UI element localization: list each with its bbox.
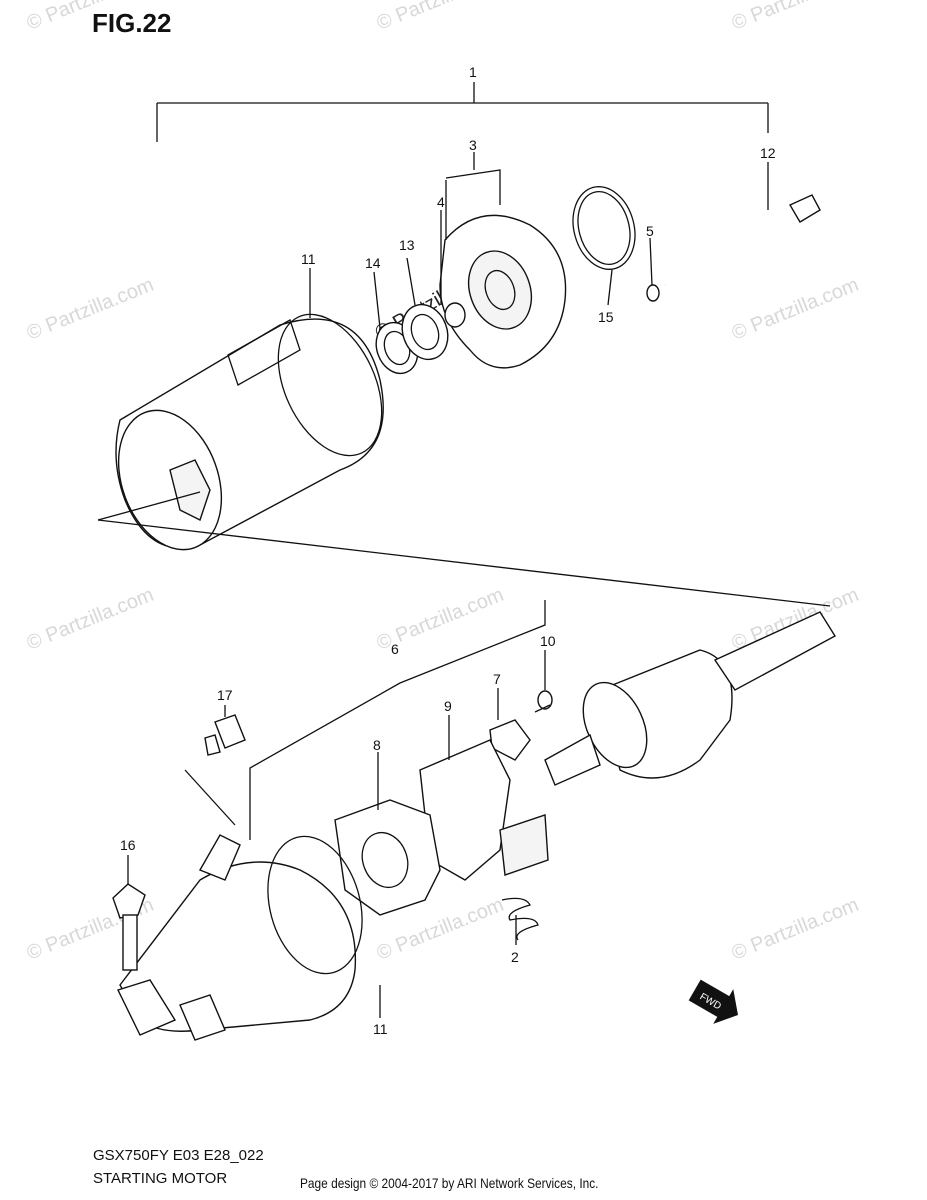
watermark: © Partzilla.com [729, 0, 862, 35]
mounting-bolt [112, 883, 146, 971]
brush-assembly [419, 690, 553, 881]
callout-7: 7 [493, 671, 501, 687]
callout-13: 13 [399, 237, 415, 253]
watermark: © Partzilla.com [729, 894, 862, 965]
armature [544, 611, 836, 786]
callout-4: 4 [437, 194, 445, 210]
callout-9: 9 [444, 698, 452, 714]
callout-3: 3 [469, 137, 477, 153]
assembly-guide-line [97, 491, 201, 521]
fwd-arrow-icon: FWD [688, 979, 738, 1024]
watermark: © Partzilla.com [24, 0, 157, 35]
callout-11-upper: 11 [301, 251, 316, 267]
section-name: STARTING MOTOR [93, 1170, 228, 1187]
page-credit: Page design © 2004-2017 by ARI Network S… [300, 1175, 599, 1191]
washer-set [375, 303, 449, 375]
watermark: © Partzilla.com [374, 0, 507, 35]
callout-1-bracket [156, 82, 769, 142]
o-ring-inner [577, 191, 631, 265]
callout-5: 5 [646, 223, 654, 239]
callout-leaders [127, 152, 769, 1018]
callout-16: 16 [120, 837, 136, 853]
callout-15: 15 [598, 309, 614, 325]
o-ring [572, 186, 636, 270]
terminal-screw [184, 714, 246, 826]
assembly-guide-line [97, 519, 831, 607]
screw-head [537, 690, 553, 710]
watermark: © Partzilla.com [24, 274, 157, 345]
washer [646, 284, 660, 302]
callout-6-bracket [249, 600, 546, 840]
callout-11-lower: 11 [373, 1021, 388, 1037]
front-housing [117, 834, 363, 1041]
callout-6: 6 [391, 641, 399, 657]
callout-2: 2 [511, 949, 519, 965]
watermark: © Partzilla.com [24, 584, 157, 655]
callout-17: 17 [217, 687, 233, 703]
callout-14: 14 [365, 255, 381, 271]
callout-1: 1 [469, 64, 477, 80]
callout-10: 10 [540, 633, 556, 649]
watermark: © Partzilla.com [729, 274, 862, 345]
callout-12: 12 [760, 145, 776, 161]
end-cover [439, 214, 567, 369]
motor-yoke [115, 313, 384, 551]
callout-labels: 1 3 4 5 12 11 14 13 15 6 10 7 9 8 17 16 … [120, 64, 776, 1037]
through-bolt [664, 194, 821, 287]
callout-8: 8 [373, 737, 381, 753]
figure-title: FIG.22 [92, 8, 172, 38]
brush-plate [334, 799, 441, 916]
brush-spring [501, 897, 539, 941]
model-code: GSX750FY E03 E28_022 [93, 1147, 264, 1164]
